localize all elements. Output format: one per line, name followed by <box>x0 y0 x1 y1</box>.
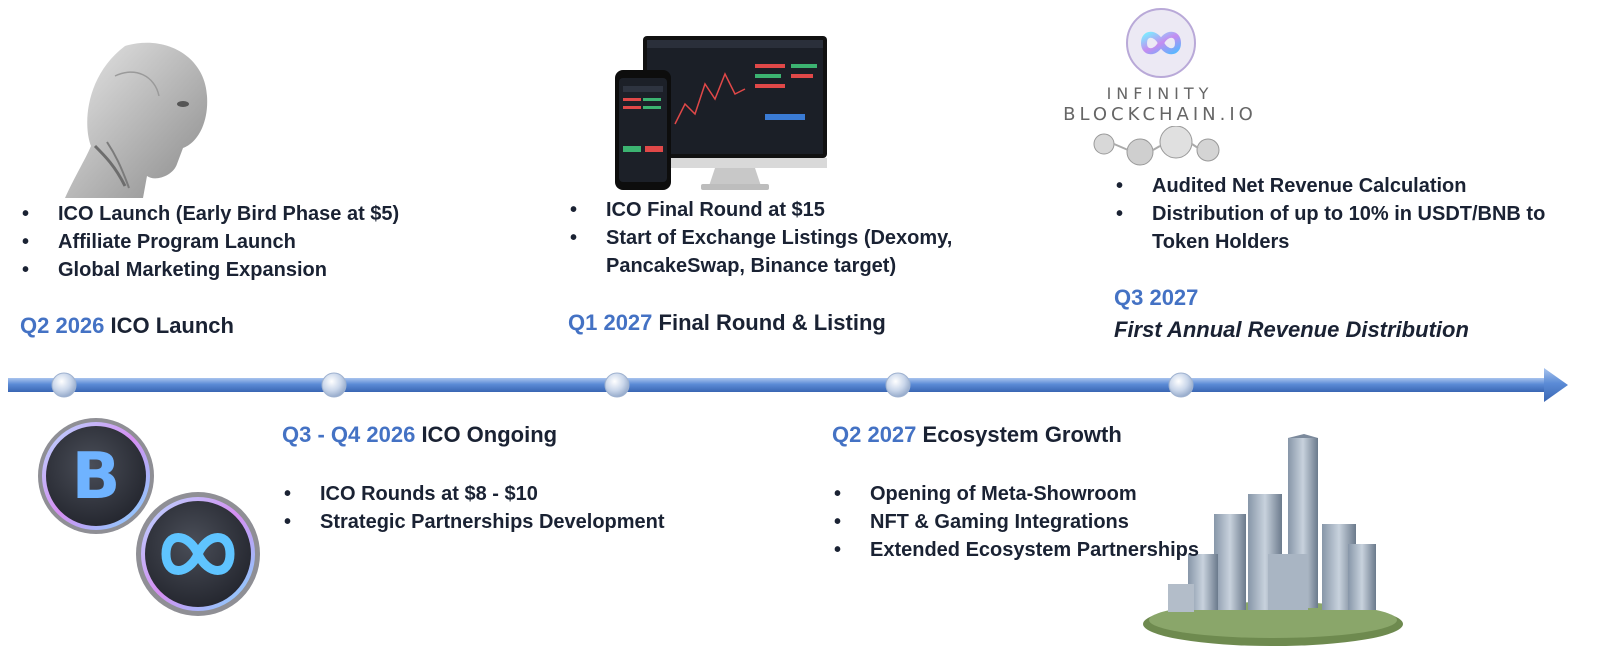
bullet-item: Global Marketing Expansion <box>20 256 480 284</box>
timeline-node <box>51 372 77 398</box>
milestone-q3-q4-2026-bullets: ICO Rounds at $8 - $10 Strategic Partner… <box>282 480 742 536</box>
bullet-item: Start of Exchange Listings (Dexomy, Panc… <box>568 224 988 280</box>
timeline-node <box>321 372 347 398</box>
timeline-node <box>604 372 630 398</box>
timeline-arrow <box>8 368 1568 402</box>
bullet-item: Opening of Meta-Showroom <box>832 480 1232 508</box>
svg-text:B: B <box>72 440 121 514</box>
infinity-blockchain-logo: INFINITY BLOCKCHAIN.IO <box>1060 4 1260 172</box>
blockchain-cubes-icon <box>1093 126 1220 166</box>
milestone-q3-2027-title: First Annual Revenue Distribution <box>1114 317 1469 342</box>
milestone-q1-2027-bullets: ICO Final Round at $15 Start of Exchange… <box>568 196 988 280</box>
milestone-q2-2026-heading: Q2 2026 ICO Launch <box>20 313 234 339</box>
robot-head-icon <box>65 42 208 198</box>
milestone-quarter: Q1 2027 <box>568 310 653 335</box>
milestone-quarter: Q2 2026 <box>20 313 105 338</box>
milestone-quarter: Q3 - Q4 2026 <box>282 422 416 447</box>
bullet-item: ICO Launch (Early Bird Phase at $5) <box>20 200 480 228</box>
bullet-item: Extended Ecosystem Partnerships <box>832 536 1232 564</box>
milestone-quarter: Q3 2027 <box>1114 285 1199 310</box>
milestone-q2-2026-bullets: ICO Launch (Early Bird Phase at $5) Affi… <box>20 200 480 284</box>
timeline-node <box>1168 372 1194 398</box>
logo-line-2: BLOCKCHAIN.IO <box>1063 104 1257 125</box>
milestone-q2-2027-bullets: Opening of Meta-Showroom NFT & Gaming In… <box>832 480 1232 564</box>
bullet-item: Distribution of up to 10% in USDT/BNB to… <box>1114 200 1554 256</box>
milestone-q3-q4-2026-heading: Q3 - Q4 2026 ICO Ongoing <box>282 422 557 448</box>
trading-devices-icon <box>615 36 827 190</box>
milestone-q3-2027-quarter: Q3 2027 <box>1114 285 1198 311</box>
milestone-title: ICO Launch <box>110 313 234 338</box>
infinity-logo-icon <box>1126 8 1196 78</box>
bullet-item: ICO Rounds at $8 - $10 <box>282 480 742 508</box>
milestone-q2-2027-heading: Q2 2027 Ecosystem Growth <box>832 422 1122 448</box>
milestone-q3-2027-bullets: Audited Net Revenue Calculation Distribu… <box>1114 172 1554 256</box>
milestone-title: Final Round & Listing <box>658 310 886 335</box>
bullet-item: NFT & Gaming Integrations <box>832 508 1232 536</box>
coins-icon: B <box>38 418 260 616</box>
bullet-item: Strategic Partnerships Development <box>282 508 742 536</box>
bullet-item: ICO Final Round at $15 <box>568 196 988 224</box>
city-icon <box>1143 434 1403 646</box>
bullet-item: Audited Net Revenue Calculation <box>1114 172 1554 200</box>
milestone-title: ICO Ongoing <box>421 422 558 447</box>
milestone-quarter: Q2 2027 <box>832 422 917 447</box>
milestone-q1-2027-heading: Q1 2027 Final Round & Listing <box>568 310 886 336</box>
timeline-node <box>885 372 911 398</box>
milestone-title: Ecosystem Growth <box>922 422 1122 447</box>
bullet-item: Affiliate Program Launch <box>20 228 480 256</box>
logo-line-1: INFINITY <box>1106 84 1214 103</box>
